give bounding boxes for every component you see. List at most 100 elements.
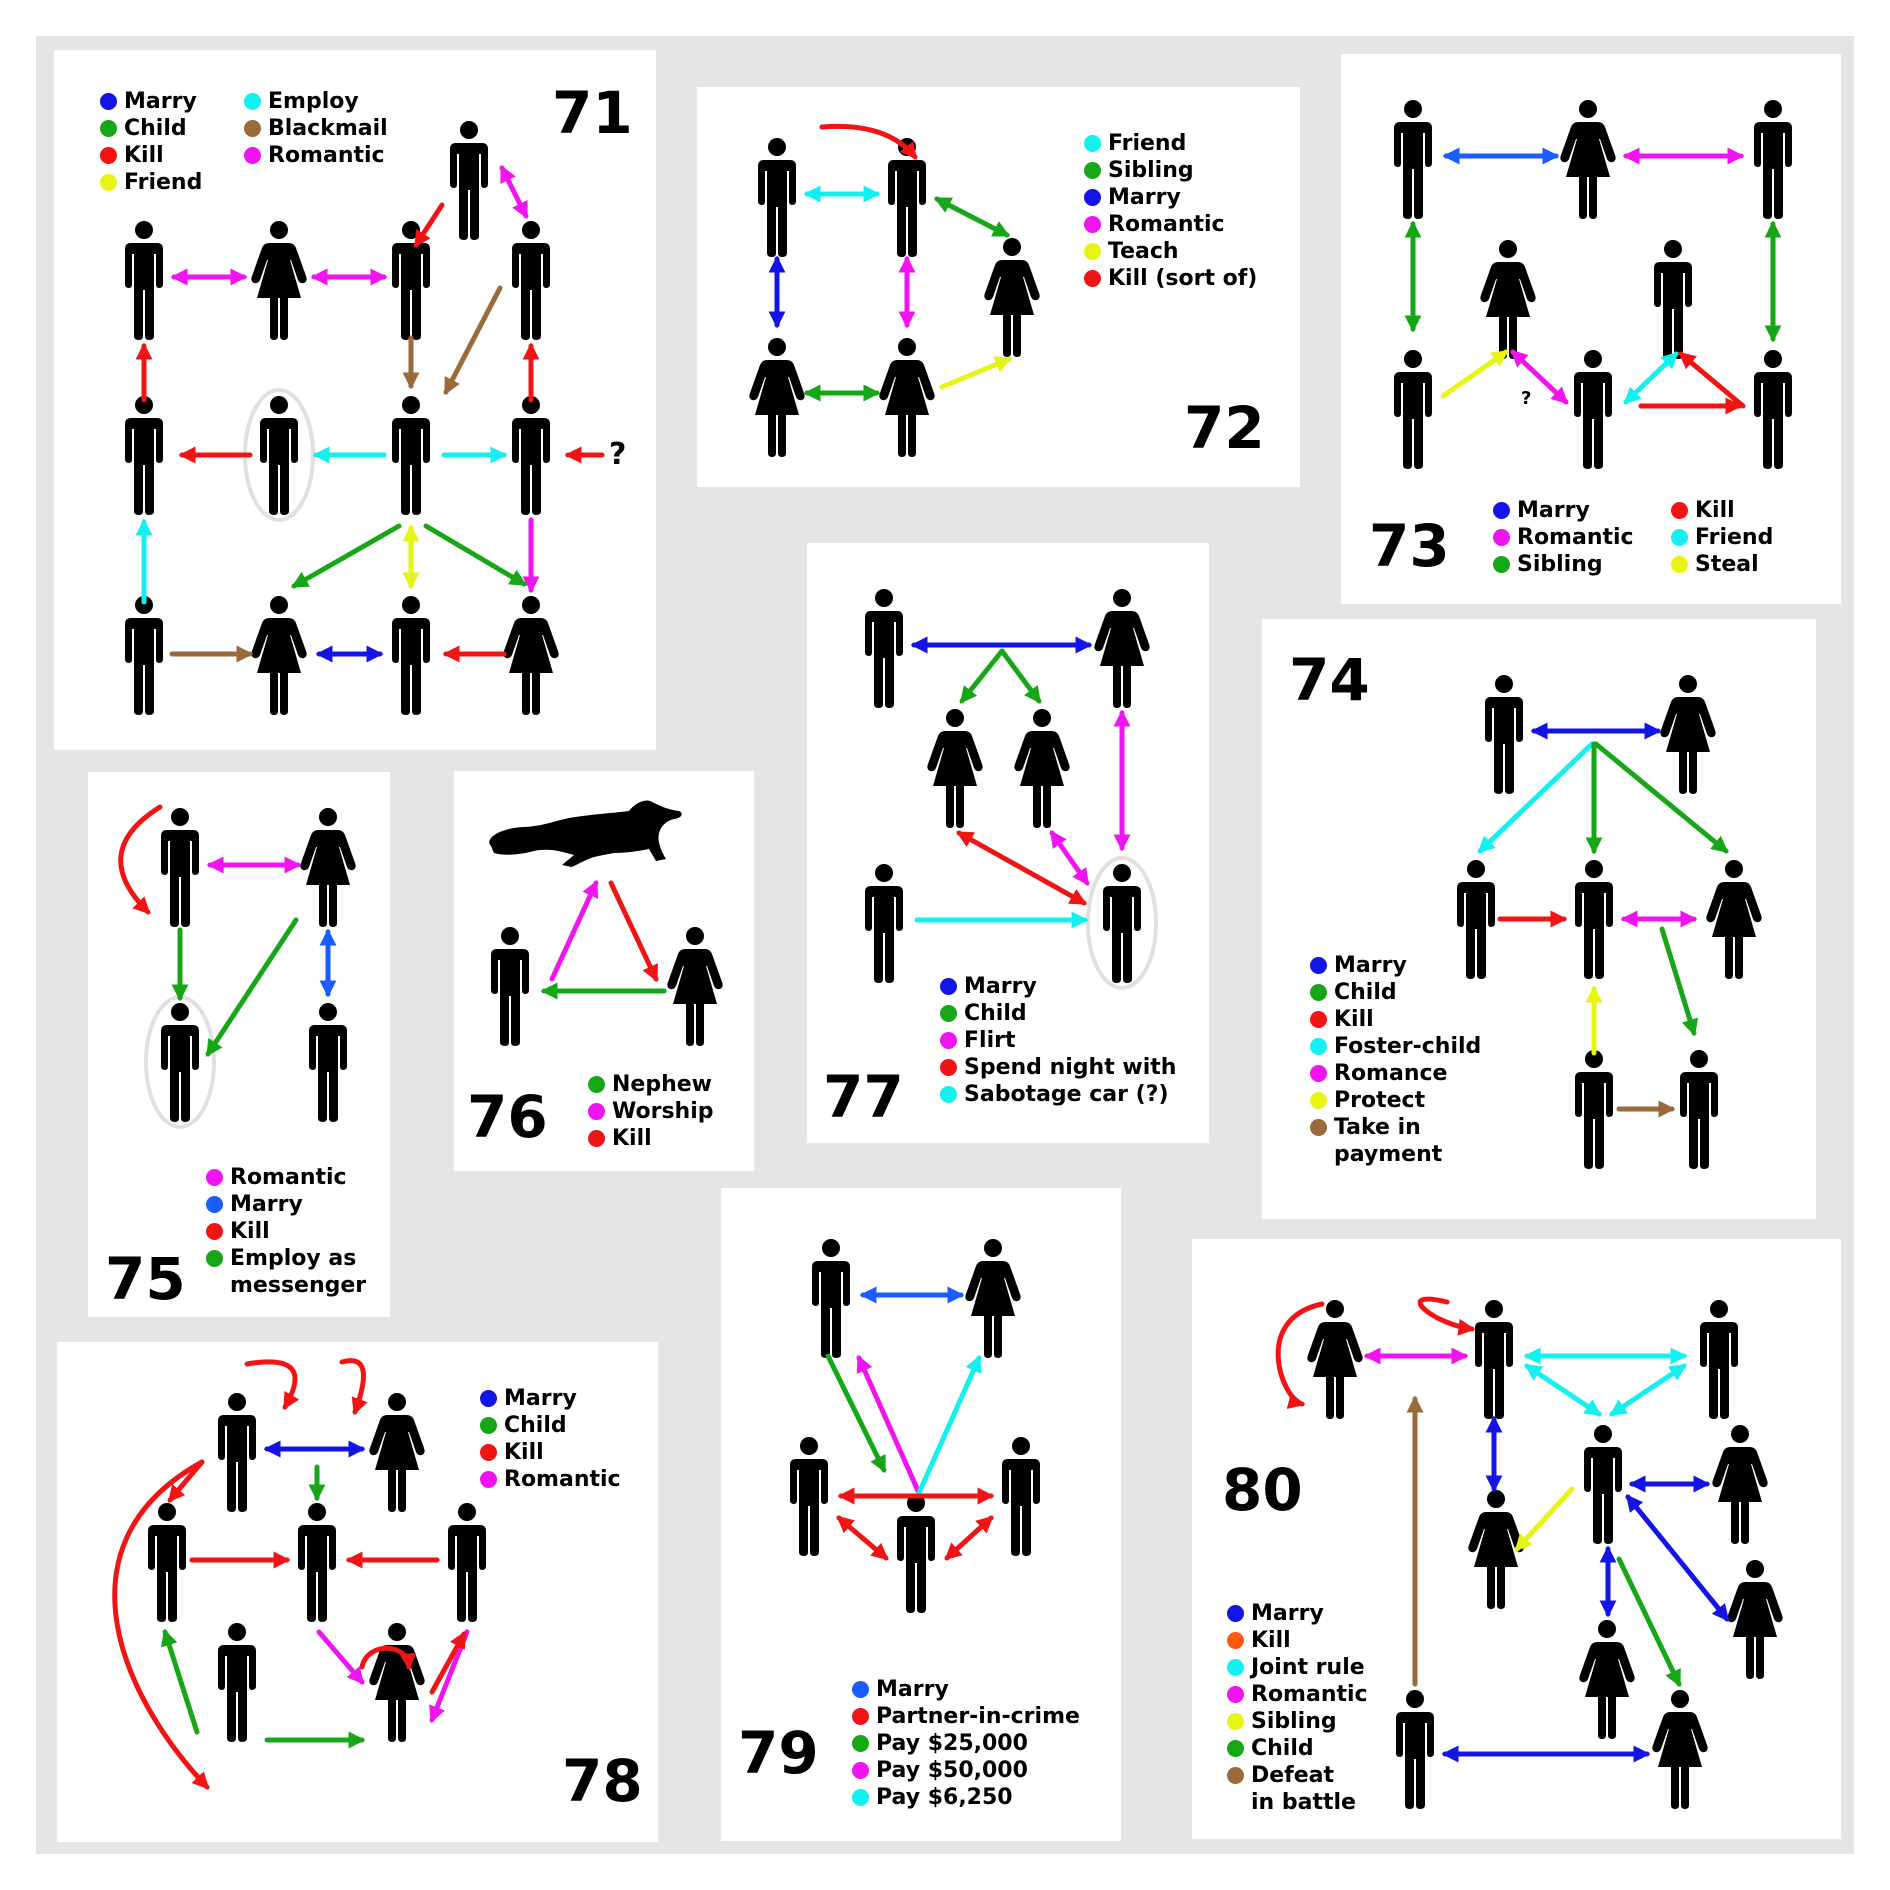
- man-icon: [309, 1003, 347, 1122]
- legend-label: Romantic: [1251, 1682, 1368, 1707]
- legend-label: Romantic: [230, 1165, 347, 1190]
- legend-swatch: [1671, 556, 1688, 573]
- arrows-group: [118, 804, 337, 1057]
- legend-swatch: [1671, 502, 1688, 519]
- arrows-group: [910, 636, 1131, 929]
- legend-label: Pay $25,000: [876, 1731, 1028, 1756]
- legend-label: Pay $50,000: [876, 1758, 1028, 1783]
- legend-label: Worship: [612, 1099, 714, 1124]
- arrows-group: [540, 879, 667, 1000]
- legend-swatch: [1227, 1767, 1244, 1784]
- arrows-group: [1404, 147, 1782, 415]
- legend-item: Friend: [1084, 130, 1257, 157]
- man-icon: [1680, 1050, 1718, 1169]
- legend-swatch: [1310, 984, 1327, 1001]
- legend-swatch: [1310, 1119, 1327, 1136]
- legend-swatch: [1493, 529, 1510, 546]
- man-icon: [790, 1437, 828, 1556]
- woman-icon: [251, 221, 307, 340]
- arrow: [825, 1353, 887, 1474]
- legend-label: Pay $6,250: [876, 1785, 1013, 1810]
- legend-item: Teach: [1084, 238, 1257, 265]
- arrow: [291, 523, 402, 589]
- legend-label: Child: [1251, 1736, 1314, 1761]
- arrow: [1477, 741, 1595, 854]
- double-arrow: [836, 1515, 889, 1561]
- legend-item: Child: [480, 1412, 621, 1439]
- legend-label: Flirt: [964, 1028, 1016, 1053]
- legend-label: Child: [504, 1413, 567, 1438]
- legend-item: Romantic: [1227, 1681, 1368, 1708]
- panel-number: 72: [1184, 394, 1265, 462]
- arrow: [316, 1629, 365, 1685]
- people-group: [1307, 1300, 1783, 1809]
- man-icon: [392, 596, 430, 715]
- woman-icon: [251, 596, 307, 715]
- legend-swatch: [1084, 189, 1101, 206]
- legend-swatch: [1227, 1659, 1244, 1676]
- legend-swatch: [1310, 1038, 1327, 1055]
- arrow: [819, 123, 918, 160]
- legend-swatch: [1084, 270, 1101, 287]
- legend-item: Romantic: [206, 1164, 366, 1191]
- legend-label: Friend: [124, 170, 203, 195]
- legend-swatch: [480, 1444, 497, 1461]
- legend-swatch: [1227, 1713, 1244, 1730]
- woman-icon: [1094, 589, 1150, 708]
- legend-swatch: [480, 1417, 497, 1434]
- legend-label: Partner-in-crime: [876, 1704, 1080, 1729]
- arrow: [244, 1359, 300, 1410]
- legend-item: Friend: [100, 169, 202, 196]
- legend-item: Nephew: [588, 1071, 714, 1098]
- double-arrow: [1625, 1494, 1730, 1622]
- question-mark: ?: [1521, 388, 1531, 409]
- arrow: [339, 1358, 368, 1416]
- legend-item: Foster-child: [1310, 1033, 1481, 1060]
- man-icon: [812, 1239, 850, 1358]
- arrow: [167, 1459, 205, 1503]
- man-icon: [392, 221, 430, 340]
- legend-label: Friend: [1695, 525, 1774, 550]
- man-icon: [512, 221, 550, 340]
- legend-label: Marry: [1517, 498, 1590, 523]
- legend-swatch: [1227, 1605, 1244, 1622]
- legend-label: Marry: [504, 1386, 577, 1411]
- woman-icon: [1560, 100, 1616, 219]
- legend-swatch: [1084, 216, 1101, 233]
- legend-item: Partner-in-crime: [852, 1703, 1080, 1730]
- legend-label: Marry: [1334, 953, 1407, 978]
- panel-80-diagram: [1275, 1296, 1783, 1809]
- man-icon: [1485, 675, 1523, 794]
- legend-item: Romantic: [244, 142, 388, 169]
- legend-swatch: [1227, 1686, 1244, 1703]
- legend-item: Kill: [1310, 1006, 1481, 1033]
- legend-label: Friend: [1108, 131, 1187, 156]
- panel-71-diagram: ?: [125, 121, 626, 715]
- legend-label: Child: [124, 116, 187, 141]
- legend-label: Sabotage car (?): [964, 1082, 1169, 1107]
- man-icon: [161, 808, 199, 927]
- legend-item: Marry: [1310, 952, 1481, 979]
- legend-item: Sabotage car (?): [940, 1081, 1176, 1108]
- arrow: [429, 1629, 470, 1724]
- legend-item: Joint rule: [1227, 1654, 1368, 1681]
- legend-item: Marry: [1084, 184, 1257, 211]
- man-icon: [161, 1003, 199, 1122]
- arrows-group: [1477, 722, 1729, 1118]
- double-arrow: [1524, 1363, 1602, 1417]
- man-icon: [1574, 350, 1612, 469]
- arrow: [1440, 349, 1509, 399]
- legend-item: Spend night with: [940, 1054, 1176, 1081]
- people-group: [161, 808, 356, 1122]
- legend-label: Kill (sort of): [1108, 266, 1258, 291]
- legend-swatch: [244, 120, 261, 137]
